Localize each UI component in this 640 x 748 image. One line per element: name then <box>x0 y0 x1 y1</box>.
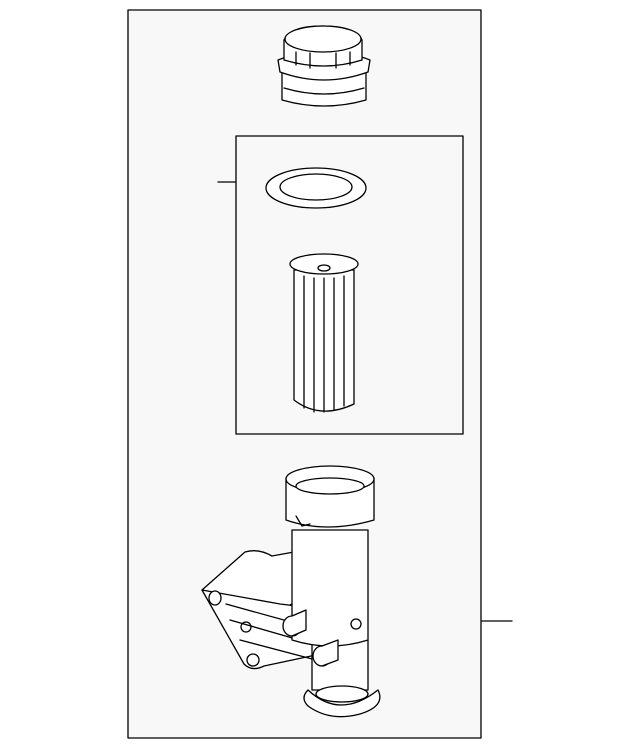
filter-housing <box>201 465 381 718</box>
o-ring-seal <box>265 167 367 209</box>
filter-element <box>289 253 359 413</box>
filter-cap <box>277 25 371 107</box>
